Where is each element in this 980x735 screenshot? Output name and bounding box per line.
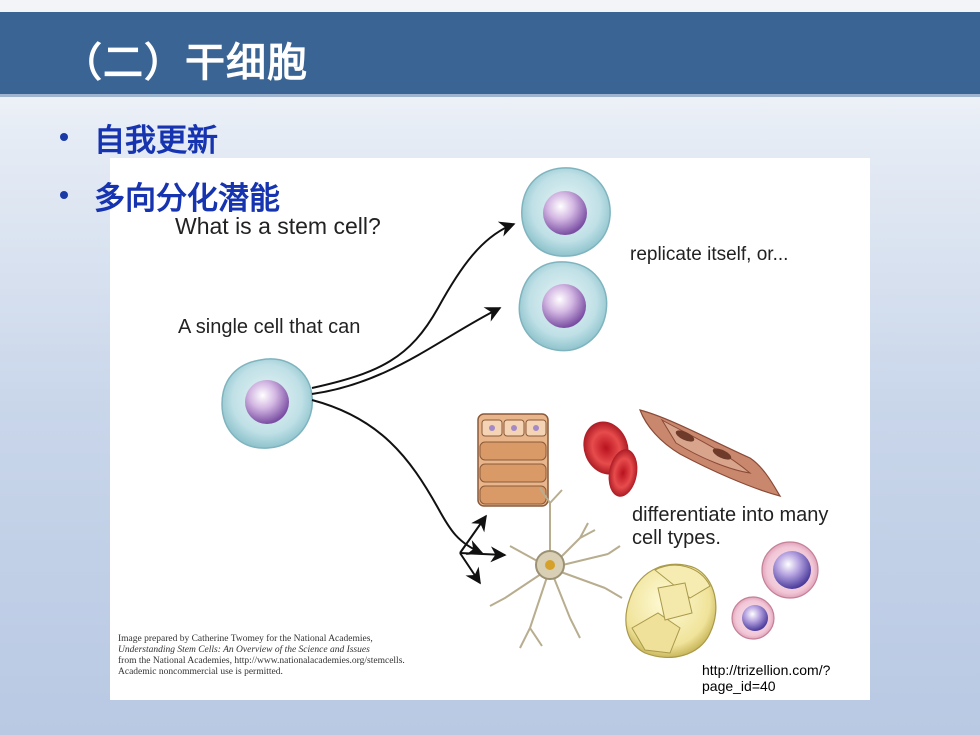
credit-line: from the National Academies, http://www.… xyxy=(118,656,405,666)
image-credit: Image prepared by Catherine Twomey for t… xyxy=(118,634,418,678)
epithelial-cells xyxy=(477,413,549,507)
differentiate-line-1: differentiate into many xyxy=(632,504,829,526)
title-bar: （二）干细胞 xyxy=(0,12,980,97)
bullet-list: 自我更新 多向分化潜能 xyxy=(60,108,280,224)
bullet-dot-icon xyxy=(60,191,68,199)
arrow-branch-up xyxy=(459,514,487,554)
figure-differentiate-label: differentiate into many cell types. xyxy=(632,504,872,550)
white-blood-cells xyxy=(731,541,819,640)
arrow-branch-down xyxy=(459,552,481,585)
figure-replicate-label: replicate itself, or... xyxy=(630,244,789,265)
arrow-replicate-top xyxy=(311,221,516,389)
bullet-item: 多向分化潜能 xyxy=(60,166,280,224)
muscle-cells xyxy=(639,409,782,497)
stem-cell-figure: What is a stem cell? A single cell that … xyxy=(110,158,870,700)
arrow-replicate-bottom xyxy=(311,307,502,395)
fat-cells xyxy=(625,563,717,659)
credit-line: Understanding Stem Cells: An Overview of… xyxy=(118,645,370,655)
stem-cell-diagram xyxy=(221,167,819,659)
nerve-cell xyxy=(489,487,623,649)
bullet-dot-icon xyxy=(60,133,68,141)
arrow-differentiate xyxy=(311,399,484,555)
slide-title: （二）干细胞 xyxy=(62,40,308,86)
differentiate-line-2: cell types. xyxy=(632,527,721,549)
credit-line: Image prepared by Catherine Twomey for t… xyxy=(118,634,373,644)
arrow-branch-right xyxy=(459,546,507,563)
credit-line: Academic noncommercial use is permitted. xyxy=(118,667,283,677)
bullet-item: 自我更新 xyxy=(60,108,280,166)
red-blood-cells xyxy=(583,421,638,497)
replicated-cell-top xyxy=(521,167,611,257)
replicated-cell-bottom xyxy=(518,261,608,352)
source-stem-cell xyxy=(221,358,314,449)
figure-question: What is a stem cell? xyxy=(175,213,381,239)
bullet-text: 多向分化潜能 xyxy=(94,180,280,217)
bullet-text: 自我更新 xyxy=(94,122,218,159)
source-url: http://trizellion.com/?page_id=40 xyxy=(702,662,831,694)
top-strip xyxy=(0,0,980,12)
figure-single-cell-label: A single cell that can xyxy=(178,316,361,338)
